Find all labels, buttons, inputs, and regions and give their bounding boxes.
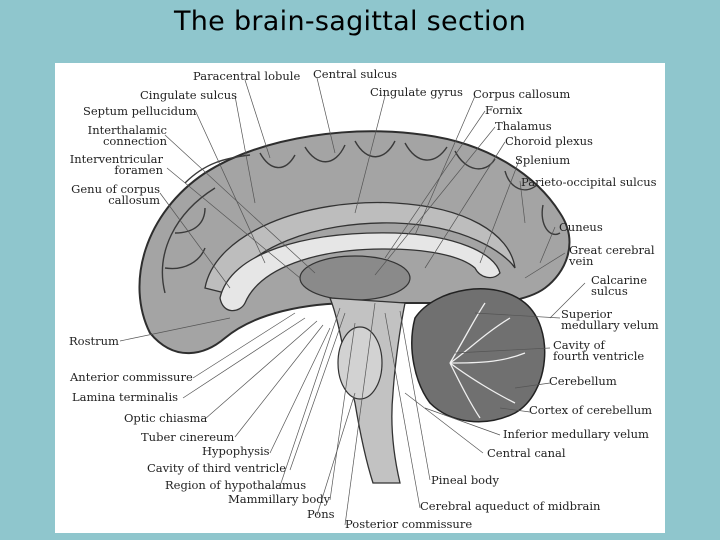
label-central-sulcus: Central sulcus [313,67,398,81]
label-splenium: Splenium [515,153,571,167]
brain-illustration [119,77,586,526]
label-rostrum: Rostrum [69,334,119,348]
arbor-vitae [449,302,526,419]
label-cerebellum: Cerebellum [549,374,617,388]
brain-figure: Paracentral lobule Central sulcus Cingul… [55,63,665,533]
label-cortex-of-cerebellum: Cortex of cerebellum [529,403,653,417]
label-region-of-hypothalamus: Region of hypothalamus [165,478,307,492]
label-inferior-medullary-velum: Inferior medullary velum [503,427,649,441]
cingulate-gyrus-shape [204,201,516,294]
label-cavity-of-fourth-ventricle: Cavity of fourth ventricle [553,338,645,363]
label-central-canal: Central canal [487,446,566,460]
label-genu-of-corpus-callosum: Genu of corpus callosum [71,182,160,207]
label-calcarine-sulcus: Calcarine sulcus [591,273,648,298]
label-great-cerebral-vein: Great cerebral vein [569,243,655,268]
label-posterior-commissure: Posterior commissure [345,517,473,531]
thalamus-shape [299,255,411,301]
label-tuber-cinereum: Tuber cinereum [141,430,235,444]
label-thalamus: Thalamus [495,119,552,133]
label-cavity-of-third-ventricle: Cavity of third ventricle [147,461,287,475]
label-parieto-occipital-sulcus: Parieto-occipital sulcus [521,175,657,189]
label-fornix: Fornix [485,103,523,117]
label-anterior-commissure: Anterior commissure [70,370,193,384]
label-pons: Pons [307,507,335,521]
label-paracentral-lobule: Paracentral lobule [193,69,301,83]
gyri-folds [161,140,561,294]
label-cingulate-sulcus: Cingulate sulcus [140,88,238,102]
label-lamina-terminalis: Lamina terminalis [72,390,179,404]
label-superior-medullary-velum: Superior medullary velum [561,307,659,332]
label-interventricular-foramen: Interventricular foramen [69,152,163,177]
label-cuneus: Cuneus [559,220,603,234]
label-mammillary-body: Mammillary body [228,492,331,506]
label-choroid-plexus: Choroid plexus [505,134,593,148]
label-cingulate-gyrus: Cingulate gyrus [370,85,463,99]
label-hypophysis: Hypophysis [202,444,270,458]
corpus-callosum-shape [219,232,501,312]
slide-title: The brain-sagittal section [173,6,527,37]
label-interthalamic-connection: Interthalamic connection [87,123,167,148]
label-septum-pellucidum: Septum pellucidum [83,104,197,118]
leader-lines [119,77,586,526]
pons-shape [337,326,383,400]
cerebellum-shape [411,288,546,423]
label-pineal-body: Pineal body [431,473,499,487]
label-cerebral-aqueduct-of-midbrain: Cerebral aqueduct of midbrain [420,499,601,513]
label-corpus-callosum: Corpus callosum [473,87,571,101]
label-optic-chiasma: Optic chiasma [124,411,208,425]
